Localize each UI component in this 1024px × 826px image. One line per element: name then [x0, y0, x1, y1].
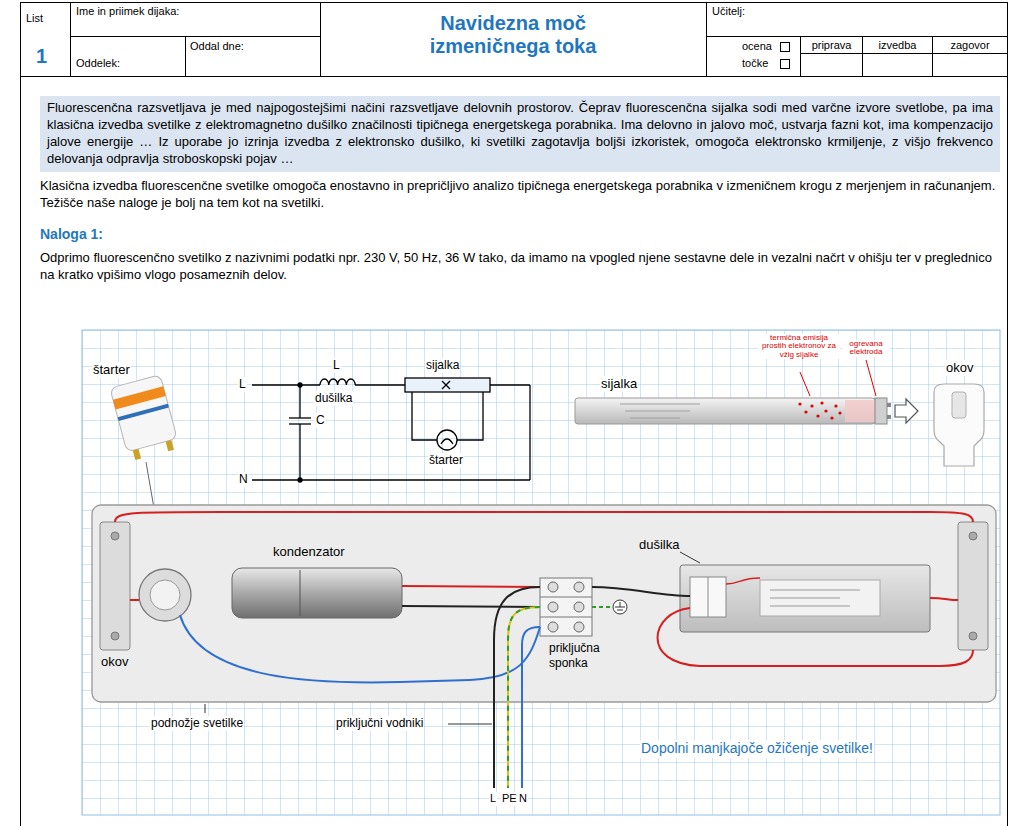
conductor-label: PE [501, 792, 518, 806]
symbol-label: sijalka [425, 358, 460, 373]
header-table [21, 2, 1009, 826]
part-label: podnožje svetilke [150, 716, 244, 731]
sheet-number: 1 [36, 44, 47, 69]
annotation-note: termična emisija prostih elektronov za v… [758, 334, 840, 359]
circuit-schematic [252, 378, 530, 482]
symbol-label: dušilka [314, 391, 353, 406]
wiring [115, 512, 973, 788]
grid-ground [82, 330, 1000, 815]
wire-label: L [238, 377, 247, 392]
intro-panel: Fluorescenčna razsvetljava je med najpog… [40, 96, 1000, 172]
part-label: priključna sponka [548, 641, 626, 671]
table-cell-label: točke [742, 57, 768, 71]
symbol-label: C [315, 413, 326, 428]
part-label: kondenzator [272, 544, 346, 560]
worksheet-title: Navidezna moč izmeničnega toka [393, 12, 633, 58]
annotation-note: ogrevana elektroda [842, 340, 890, 357]
part-label: okov [100, 654, 129, 670]
part-label: priključni vodniki [335, 716, 424, 731]
tube-photo [575, 360, 918, 424]
body-paragraph: Klasična izvedba fluorescenčne svetilke … [40, 178, 1000, 212]
table-cell-label: Oddal dne: [190, 40, 244, 54]
wire-label: N [238, 472, 249, 487]
intro-text: Fluorescenčna razsvetljava je med najpog… [47, 100, 993, 168]
table-cell-label: Oddelek: [76, 57, 120, 71]
table-cell-label: List [26, 12, 43, 26]
table-cell-label: ocena [742, 40, 772, 54]
part-label: štarter [92, 362, 131, 378]
table-cell-label: priprava [801, 39, 862, 53]
symbol-label: štarter [428, 453, 464, 468]
table-cell-label: Ime in priimek dijaka: [76, 5, 179, 19]
grid [82, 330, 1000, 815]
starter-photo [110, 375, 180, 462]
table-cell-label: Učitelj: [712, 5, 745, 19]
leader-lines [205, 552, 700, 724]
instruction-note: Dopolni manjkajoče ožičenje svetilke! [640, 740, 874, 758]
conductor-label: L [489, 792, 497, 806]
conductor-label: N [518, 792, 528, 806]
table-cell-label: izvedba [863, 39, 932, 53]
part-label: dušilka [638, 537, 680, 553]
lamp-base [92, 505, 996, 702]
part-label: sijalka [600, 376, 638, 392]
task-heading: Naloga 1: [40, 226, 103, 244]
table-cell-label: zagovor [933, 39, 1007, 53]
part-label: okov [945, 360, 974, 376]
body-paragraph: Odprimo fluorescenčno svetilko z nazivni… [40, 250, 1000, 284]
lampholder-photo [934, 384, 984, 466]
symbol-label: L [332, 358, 341, 373]
